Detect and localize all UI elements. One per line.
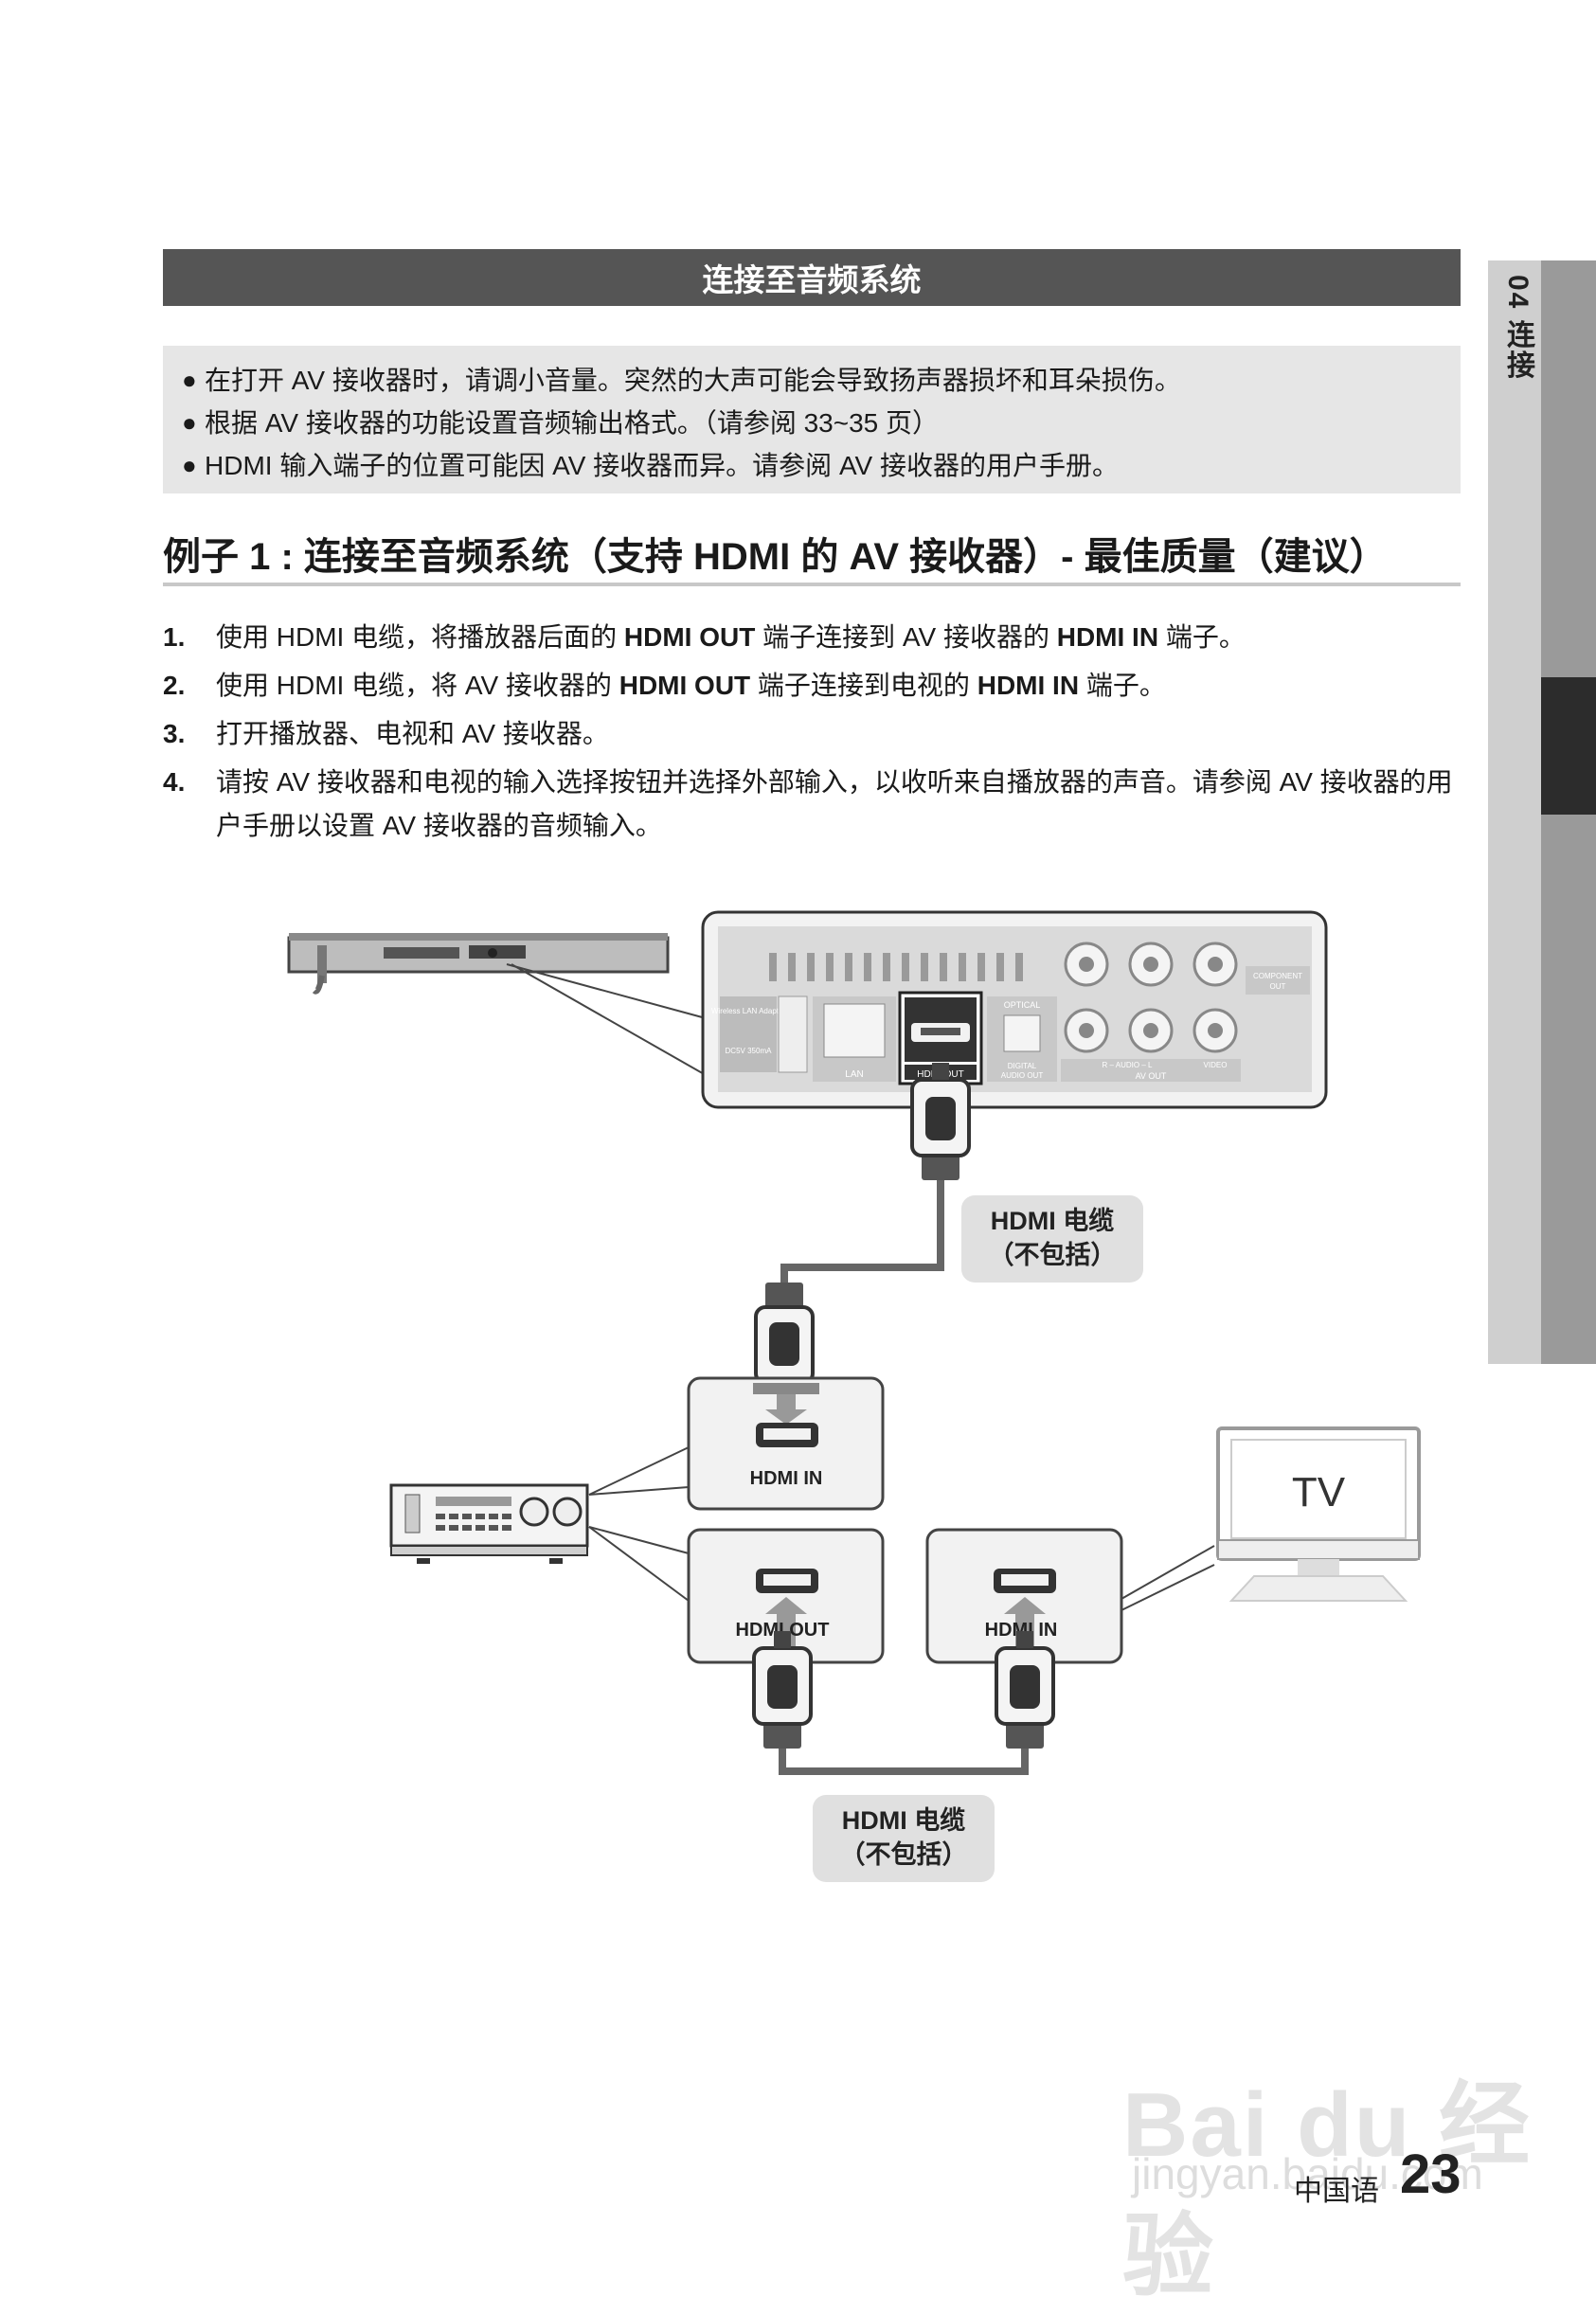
hdmi-plug-icon [752, 1629, 813, 1750]
step-text: 请按 AV 接收器和电视的输入选择按钮并选择外部输入，以收听来自播放器的声音。请… [216, 767, 1453, 840]
zoom-line [506, 963, 707, 1019]
svg-text:HDMI OUT: HDMI OUT [736, 1620, 830, 1641]
zoom-line [511, 963, 707, 1076]
panel-dc-label: DC5V 350mA [726, 1047, 773, 1055]
footer-language: 中国语 [1294, 2176, 1379, 2207]
step-item: 1. 使用 HDMI 电缆，将播放器后面的 HDMI OUT 端子连接到 AV … [163, 616, 1461, 659]
callout-line [588, 1446, 690, 1496]
step-item: 3. 打开播放器、电视和 AV 接收器。 [163, 712, 1461, 756]
step-number: 4. [163, 767, 186, 797]
watermark-url: jingyan.baidu.com [1132, 2149, 1483, 2198]
tv: TV [1216, 1426, 1421, 1602]
title-underline [163, 583, 1461, 586]
hdmi-cable-1 [780, 1165, 944, 1307]
cable-label-2: HDMI 电缆 （不包括） [813, 1795, 995, 1882]
svg-text:HDMI 电缆: HDMI 电缆 [842, 1806, 966, 1835]
panel-lan-label: LAN [845, 1069, 863, 1080]
panel-wireless-label: Wireless LAN Adapter [711, 1007, 786, 1015]
rear-panel: Wireless LAN Adapter DC5V 350mA LAN HDMI… [701, 910, 1328, 1109]
bullet-icon: ● [182, 408, 197, 437]
cable-label-1: HDMI 电缆 （不包括） [961, 1195, 1143, 1283]
svg-text:（不包括）: （不包括） [989, 1240, 1117, 1269]
panel-video-label: VIDEO [1204, 1061, 1228, 1069]
hdmi-cable-2 [779, 1724, 1029, 1775]
tv-hdmi-in-callout: HDMI IN [925, 1528, 1123, 1664]
svg-text:HDMI IN: HDMI IN [750, 1468, 823, 1489]
callout-line [1121, 1545, 1215, 1600]
bullet-icon: ● [182, 451, 197, 479]
panel-component-label: COMPONENT [1253, 972, 1302, 980]
hdmi-plug-icon [995, 1629, 1055, 1750]
side-tab-label: 04 连接 [1502, 275, 1533, 381]
svg-text:AUDIO OUT: AUDIO OUT [1001, 1071, 1044, 1080]
callout-line [588, 1486, 690, 1496]
av-receiver [389, 1483, 589, 1564]
hdmi-plug-icon [910, 1061, 971, 1182]
callout-line [1121, 1564, 1215, 1611]
svg-text:OUT: OUT [1270, 982, 1286, 991]
watermark-logo: Bai du 经验 [1122, 2074, 1533, 2307]
step-list: 1. 使用 HDMI 电缆，将播放器后面的 HDMI OUT 端子连接到 AV … [163, 616, 1461, 852]
example-title: 例子 1 : 连接至音频系统（支持 HDMI 的 AV 接收器）- 最佳质量（建… [163, 536, 1388, 578]
panel-av-out-label: AV OUT [1136, 1071, 1167, 1081]
section-banner: 连接至音频系统 [163, 249, 1461, 306]
callout-line [588, 1526, 690, 1602]
bluray-player [287, 933, 670, 995]
panel-digital-label: DIGITAL [1008, 1062, 1037, 1070]
receiver-hdmi-in-callout: HDMI IN [687, 1376, 885, 1511]
bullet-icon: ● [182, 366, 197, 394]
panel-optical-label: OPTICAL [1004, 1000, 1041, 1010]
notes-box: ●在打开 AV 接收器时，请调小音量。突然的大声可能会导致扬声器损坏和耳朵损伤。… [163, 346, 1461, 493]
svg-text:HDMI IN: HDMI IN [985, 1620, 1058, 1641]
note-item: ●根据 AV 接收器的功能设置音频输出格式。（请参阅 33~35 页） [182, 402, 1461, 444]
note-item: ●在打开 AV 接收器时，请调小音量。突然的大声可能会导致扬声器损坏和耳朵损伤。 [182, 359, 1461, 402]
step-number: 1. [163, 622, 186, 652]
svg-text:（不包括）: （不包括） [840, 1839, 968, 1869]
panel-audio-label: R – AUDIO – L [1103, 1061, 1153, 1069]
tv-label: TV [1292, 1469, 1346, 1516]
note-item: ●HDMI 输入端子的位置可能因 AV 接收器而异。请参阅 AV 接收器的用户手… [182, 444, 1461, 487]
step-text: 使用 HDMI 电缆，将播放器后面的 HDMI OUT 端子连接到 AV 接收器… [216, 622, 1246, 652]
page-number: 23 [1400, 2144, 1462, 2205]
step-number: 2. [163, 671, 186, 700]
step-item: 2. 使用 HDMI 电缆，将 AV 接收器的 HDMI OUT 端子连接到电视… [163, 664, 1461, 708]
svg-text:HDMI 电缆: HDMI 电缆 [991, 1207, 1115, 1235]
step-number: 3. [163, 719, 186, 748]
receiver-hdmi-out-callout: HDMI OUT [687, 1528, 885, 1664]
side-tab-active-marker [1541, 677, 1596, 815]
connection-diagram: Wireless LAN Adapter DC5V 350mA LAN HDMI… [287, 910, 1421, 1882]
step-item: 4. 请按 AV 接收器和电视的输入选择按钮并选择外部输入，以收听来自播放器的声… [163, 761, 1461, 848]
step-text: 使用 HDMI 电缆，将 AV 接收器的 HDMI OUT 端子连接到电视的 H… [216, 671, 1166, 700]
step-text: 打开播放器、电视和 AV 接收器。 [216, 719, 609, 748]
callout-line [588, 1526, 690, 1554]
